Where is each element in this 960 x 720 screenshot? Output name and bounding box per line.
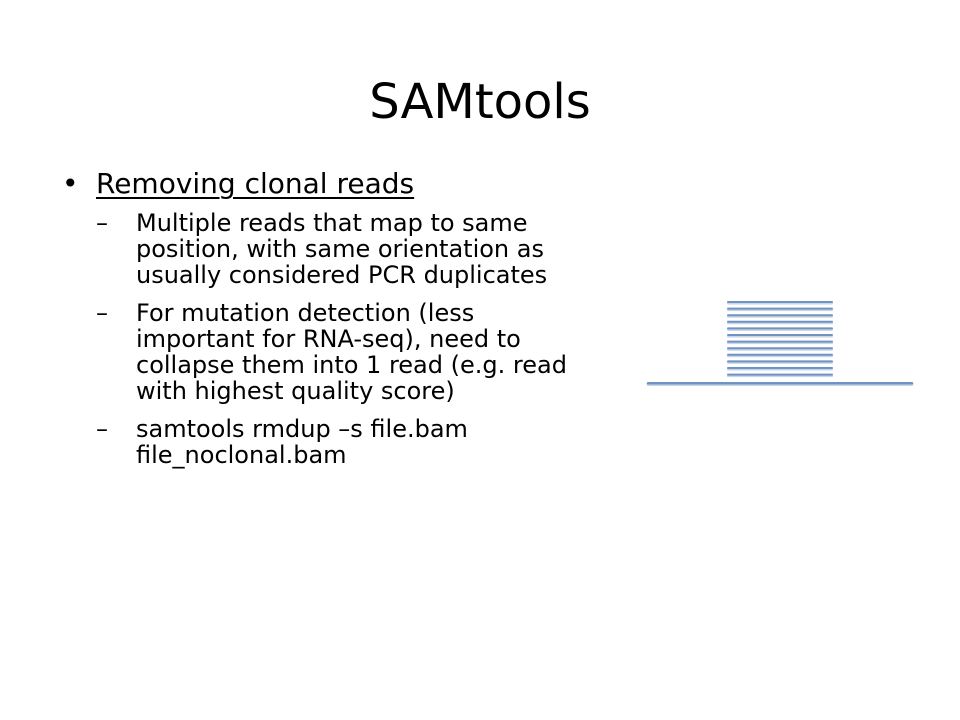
sub-item-marker: – [96,415,108,443]
sub-item: – Multiple reads that map to same positi… [60,210,580,288]
bullet-item: • Removing clonal reads [60,166,580,202]
sub-item: – samtools rmdup –s file.bam file_noclon… [60,416,580,468]
slide-content: • Removing clonal reads – Multiple reads… [60,166,580,480]
slide-title: SAMtools [369,74,591,130]
sub-item-marker: – [96,299,108,327]
bullet-heading: Removing clonal reads [96,167,415,200]
sub-item-marker: – [96,209,108,237]
bullet-marker: • [62,167,79,200]
clonal-reads-diagram [640,290,930,400]
clonal-reads-svg [646,301,914,386]
sub-item-text: samtools rmdup –s file.bam file_noclonal… [136,415,468,469]
sub-item-text: Multiple reads that map to same position… [136,209,548,289]
sub-item-text: For mutation detection (less important f… [136,299,567,405]
sub-item: – For mutation detection (less important… [60,300,580,404]
